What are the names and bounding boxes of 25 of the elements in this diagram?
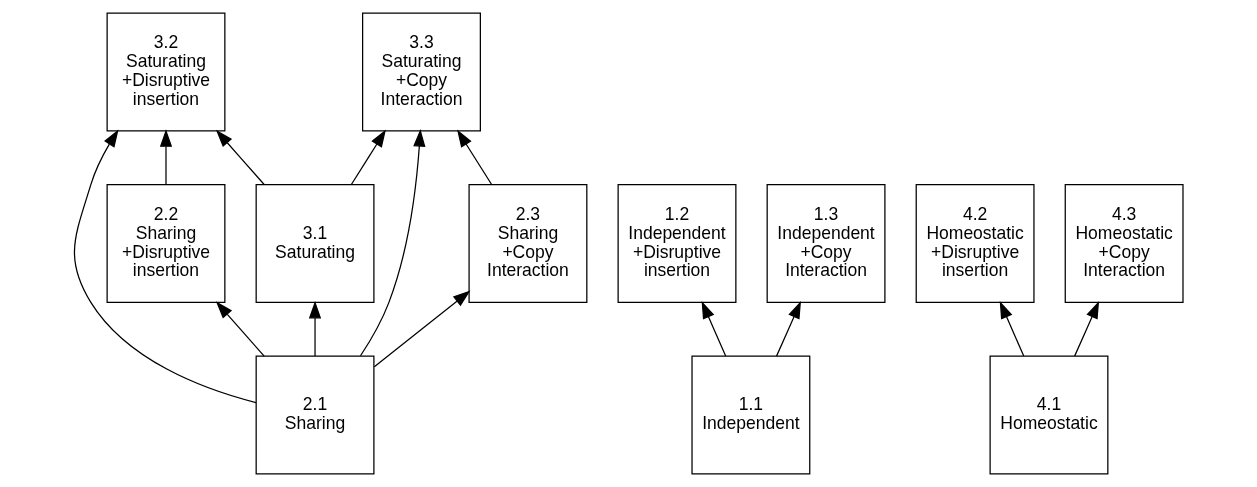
node-box: 4.1 Homeostatic — [989, 355, 1109, 475]
arrow — [215, 129, 265, 186]
node-box: 1.2 Independent +Disruptive insertion — [617, 184, 737, 303]
arrow — [73, 129, 257, 404]
node-box: 2.2 Sharing +Disruptive insertion — [106, 184, 226, 303]
arrow — [373, 290, 471, 368]
node-box: 3.3 Saturating +Copy Interaction — [362, 12, 481, 132]
node-box: 4.2 Homeostatic +Disruptive insertion — [915, 184, 1035, 303]
arrow — [457, 129, 493, 186]
node-box: 2.3 Sharing +Copy Interaction — [468, 184, 588, 303]
node-box: 1.3 Independent +Copy Interaction — [766, 184, 886, 303]
node-box: 4.3 Homeostatic +Copy Interaction — [1064, 184, 1184, 303]
arrow — [215, 301, 265, 357]
arrow — [308, 300, 322, 357]
node-box: 2.1 Sharing — [255, 355, 375, 475]
node-box: 3.1 Saturating — [255, 184, 375, 303]
node-box: 3.2 Saturating +Disruptive insertion — [106, 12, 226, 132]
arrow — [159, 129, 173, 186]
arrow — [775, 301, 801, 357]
arrow — [1074, 301, 1100, 357]
node-box: 1.1 Independent — [691, 355, 811, 475]
arrow — [350, 129, 386, 186]
arrow — [999, 301, 1025, 357]
arrow — [359, 129, 426, 357]
arrow — [701, 301, 727, 357]
